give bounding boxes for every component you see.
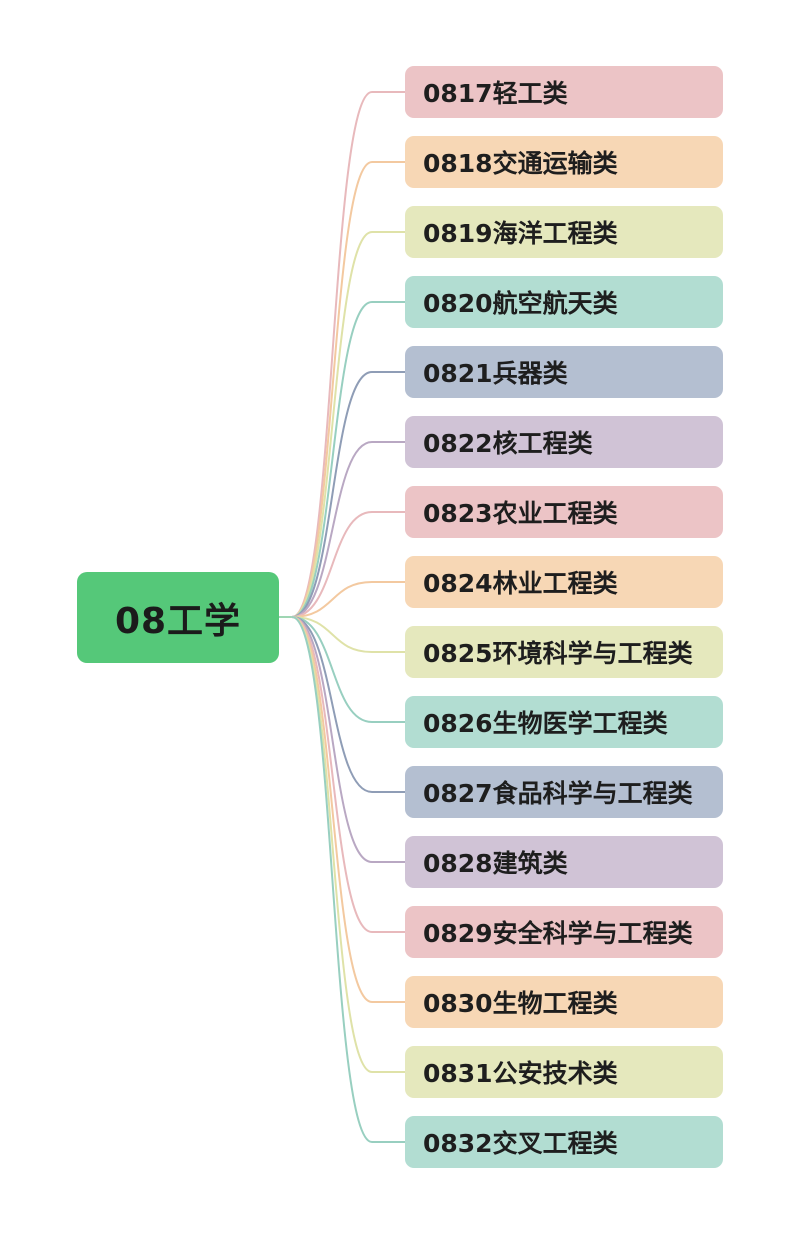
child-node[interactable]: 0831公安技术类	[405, 1046, 723, 1098]
child-label: 0830生物工程类	[423, 989, 618, 1018]
child-label: 0828建筑类	[423, 849, 568, 878]
child-node[interactable]: 0822核工程类	[405, 416, 723, 468]
child-label: 0829安全科学与工程类	[423, 919, 693, 948]
connector-line	[291, 616, 406, 933]
connector-line	[291, 301, 406, 618]
child-node[interactable]: 0821兵器类	[405, 346, 723, 398]
child-label: 0831公安技术类	[423, 1059, 618, 1088]
child-label: 0832交叉工程类	[423, 1129, 618, 1158]
child-label: 0827食品科学与工程类	[423, 779, 693, 808]
connector-line	[291, 616, 406, 863]
connector-line	[291, 616, 406, 1143]
connector-line	[291, 616, 406, 653]
child-node[interactable]: 0818交通运输类	[405, 136, 723, 188]
root-label: 08工学	[114, 600, 242, 642]
child-label: 0820航空航天类	[423, 289, 618, 318]
child-node[interactable]: 0825环境科学与工程类	[405, 626, 723, 678]
child-node[interactable]: 0829安全科学与工程类	[405, 906, 723, 958]
connector-line	[291, 91, 406, 618]
connector-line	[291, 581, 406, 618]
child-label: 0824林业工程类	[423, 569, 618, 598]
child-label: 0826生物医学工程类	[423, 709, 668, 738]
connector-line	[291, 616, 406, 1073]
connector-line	[291, 161, 406, 618]
child-node[interactable]: 0832交叉工程类	[405, 1116, 723, 1168]
child-label: 0822核工程类	[423, 429, 593, 458]
connector-line	[291, 511, 406, 618]
child-label: 0825环境科学与工程类	[423, 639, 693, 668]
connector-line	[291, 441, 406, 618]
child-label: 0819海洋工程类	[423, 219, 618, 248]
child-node[interactable]: 0826生物医学工程类	[405, 696, 723, 748]
child-node[interactable]: 0819海洋工程类	[405, 206, 723, 258]
child-node[interactable]: 0828建筑类	[405, 836, 723, 888]
connector-line	[291, 616, 406, 1003]
child-node[interactable]: 0817轻工类	[405, 66, 723, 118]
child-node[interactable]: 0827食品科学与工程类	[405, 766, 723, 818]
child-node[interactable]: 0824林业工程类	[405, 556, 723, 608]
child-node[interactable]: 0820航空航天类	[405, 276, 723, 328]
connector-line	[291, 616, 406, 793]
child-label: 0817轻工类	[423, 79, 568, 108]
child-label: 0818交通运输类	[423, 149, 618, 178]
connector-line	[291, 371, 406, 618]
child-node[interactable]: 0830生物工程类	[405, 976, 723, 1028]
child-label: 0823农业工程类	[423, 499, 618, 528]
connector-line	[291, 231, 406, 618]
connector-line	[291, 616, 406, 723]
root-node[interactable]: 08工学	[77, 572, 279, 663]
child-node[interactable]: 0823农业工程类	[405, 486, 723, 538]
child-label: 0821兵器类	[423, 359, 568, 388]
